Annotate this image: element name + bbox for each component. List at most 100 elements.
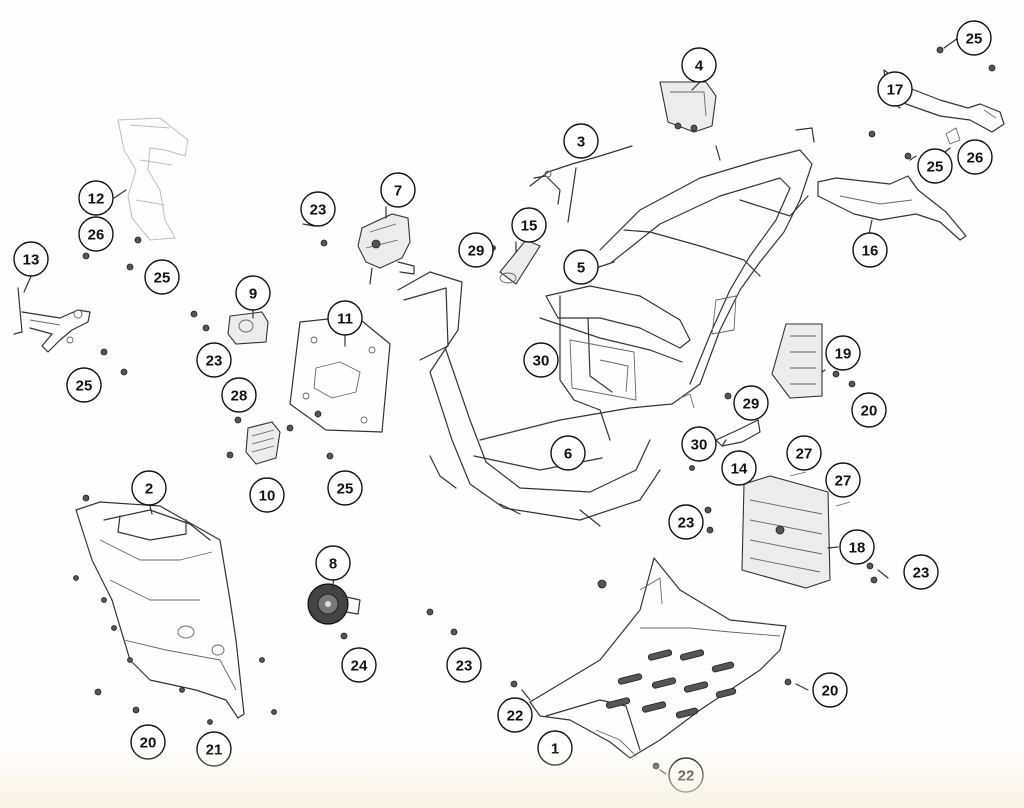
callout-circle	[825, 335, 861, 371]
callout-circle	[681, 47, 717, 83]
callout-circle	[235, 275, 271, 311]
bolt-23-a	[704, 506, 712, 514]
bolt-29	[724, 392, 732, 400]
part-26-clip	[945, 127, 961, 145]
callout-circle	[315, 545, 351, 581]
bolt-rear	[868, 130, 876, 138]
callout-circle	[825, 462, 861, 498]
callout-circle	[877, 71, 913, 107]
callout-c20c: 20	[130, 724, 166, 760]
callout-number: 25	[927, 159, 944, 176]
callout-number: 23	[456, 658, 473, 675]
callout-circle	[903, 554, 939, 590]
nut-top	[988, 64, 996, 72]
clip-27a	[789, 471, 807, 477]
callout-c20a: 20	[851, 392, 887, 428]
callout-c13: 13	[13, 241, 49, 277]
callout-circle	[66, 367, 102, 403]
callout-number: 9	[249, 286, 257, 303]
part-15-grip	[499, 239, 541, 285]
callout-c27b: 27	[825, 462, 861, 498]
bolt-25-lower	[326, 452, 334, 460]
callout-c30b: 30	[681, 426, 717, 462]
callout-circle	[380, 172, 416, 208]
clip-27b	[835, 501, 851, 507]
callout-circle	[78, 216, 114, 252]
callout-circle	[851, 392, 887, 428]
part-7-lock	[357, 213, 415, 285]
callout-number: 25	[76, 378, 93, 395]
bolt-22-a	[510, 680, 518, 688]
part-4-bracket	[659, 81, 717, 133]
bolt-23-c	[866, 562, 874, 570]
part-19-module	[771, 323, 823, 399]
callout-number: 23	[310, 202, 327, 219]
callout-circle	[812, 672, 848, 708]
callout-circle	[249, 477, 285, 513]
callout-number: 12	[88, 191, 105, 208]
callout-circle	[131, 470, 167, 506]
callout-c2: 2	[131, 470, 167, 506]
callout-number: 25	[337, 481, 354, 498]
callout-c21: 21	[196, 731, 232, 767]
callout-c25d: 25	[327, 470, 363, 506]
callout-c6: 6	[550, 435, 586, 471]
callout-number: 15	[521, 218, 538, 235]
callout-circle	[446, 647, 482, 683]
callout-number: 10	[259, 488, 276, 505]
callout-c25e: 25	[917, 148, 953, 184]
callout-number: 27	[796, 446, 813, 463]
callout-c22a: 22	[497, 697, 533, 733]
callout-number: 28	[231, 388, 248, 405]
callout-number: 8	[329, 556, 337, 573]
callout-number: 18	[849, 540, 866, 557]
callout-number: 23	[206, 353, 223, 370]
callout-circle	[221, 377, 257, 413]
callout-c14: 14	[721, 450, 757, 486]
callout-number: 26	[967, 150, 984, 167]
callout-c26b: 26	[957, 139, 993, 175]
bolt-30-lower	[689, 465, 695, 471]
callout-c18: 18	[839, 529, 875, 565]
callout-circle	[13, 241, 49, 277]
fasteners-left	[82, 223, 328, 376]
part-9-block	[227, 311, 269, 345]
callout-number: 25	[966, 31, 983, 48]
callout-number: 19	[835, 346, 852, 363]
part-1-floor-panel	[529, 557, 787, 759]
callout-number: 16	[862, 243, 879, 260]
callout-circle	[144, 259, 180, 295]
callout-c17: 17	[877, 71, 913, 107]
callout-circle	[300, 191, 336, 227]
bolt-23-mid	[426, 608, 434, 616]
callout-circle	[458, 232, 494, 268]
callout-c23c: 23	[668, 504, 704, 540]
part-13-bracket	[13, 287, 91, 353]
callout-c23d: 23	[903, 554, 939, 590]
callout-number: 7	[394, 183, 402, 200]
callout-circle	[563, 249, 599, 285]
callout-c23b: 23	[196, 342, 232, 378]
fasteners-cover	[73, 494, 277, 725]
callout-number: 22	[507, 708, 524, 725]
callout-number: 6	[564, 446, 572, 463]
callout-number: 17	[887, 82, 904, 99]
callout-number: 20	[822, 683, 839, 700]
bolt-23-lower	[450, 628, 458, 636]
bolt-20-right	[784, 678, 792, 686]
callout-number: 1	[551, 741, 559, 758]
callout-c25c: 25	[66, 367, 102, 403]
part-12-bracket	[117, 117, 189, 241]
bolt-22-b	[652, 762, 660, 770]
callout-c8: 8	[315, 545, 351, 581]
callout-number: 25	[154, 270, 171, 287]
callout-circle	[917, 148, 953, 184]
callout-circle	[839, 529, 875, 565]
callout-c29b: 29	[733, 385, 769, 421]
callout-c19: 19	[825, 335, 861, 371]
callout-c24: 24	[341, 647, 377, 683]
bolt-20-upper	[848, 380, 856, 388]
callout-circle	[956, 20, 992, 56]
callout-number: 20	[140, 735, 157, 752]
